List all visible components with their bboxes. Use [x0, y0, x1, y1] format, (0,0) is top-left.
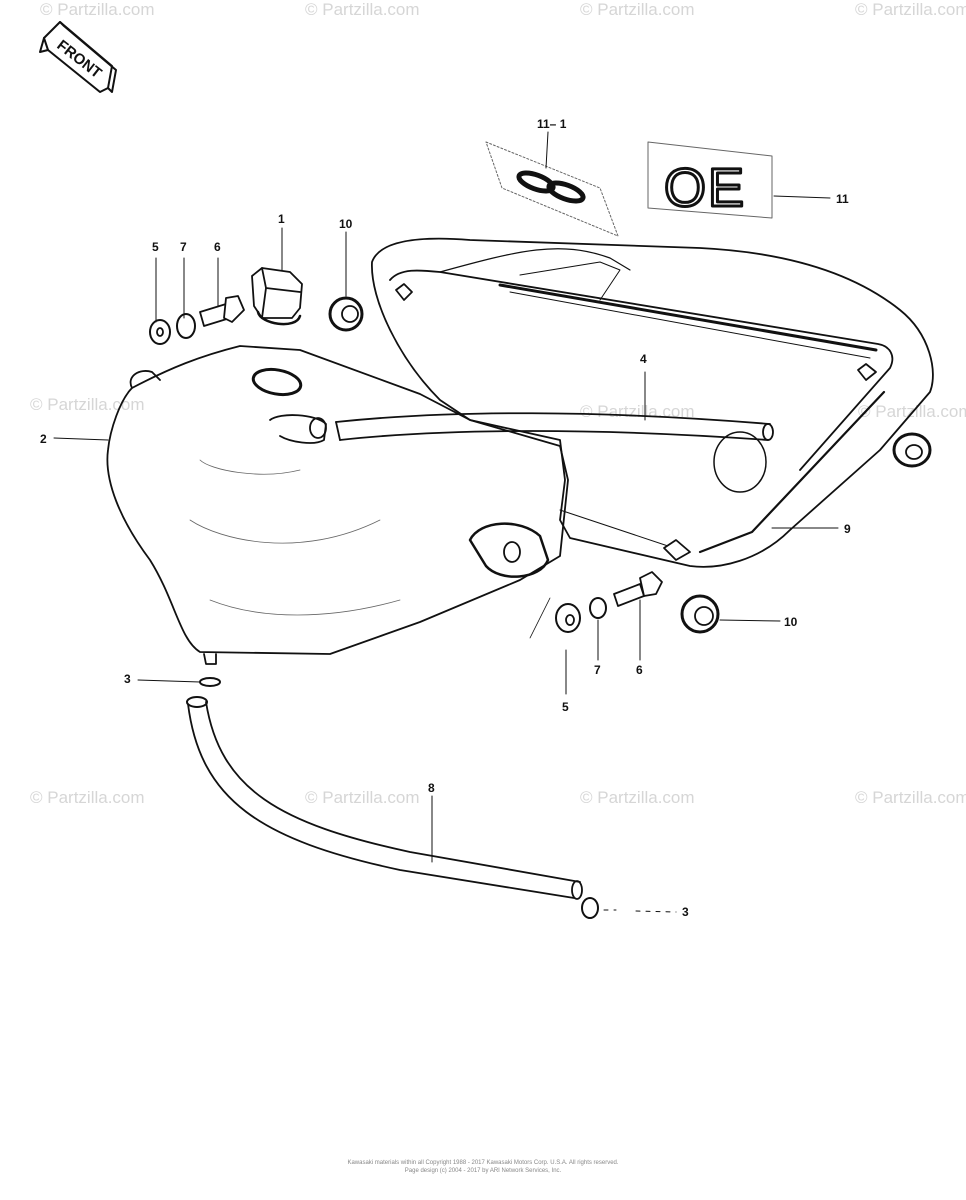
grommet-right [892, 432, 932, 468]
watermark: © Partzilla.com [30, 788, 145, 807]
grommet-10-top [328, 296, 364, 332]
callout-1[interactable]: 1 [278, 212, 285, 226]
tank [106, 345, 569, 665]
callout-2[interactable]: 2 [40, 432, 47, 446]
decal-11-1 [485, 141, 619, 237]
callout-11-1[interactable]: 11– 1 [537, 117, 567, 131]
callout-7-bottom[interactable]: 7 [594, 663, 601, 677]
page-design-line: Page design (c) 2004 - 2017 by ARI Netwo… [404, 1168, 562, 1174]
washer-5-top [149, 319, 171, 345]
cap-1 [251, 267, 303, 326]
watermark: © Partzilla.com [855, 788, 966, 807]
side-cover [371, 237, 934, 568]
callout-5-bottom[interactable]: 5 [562, 700, 569, 714]
front-arrow-icon: FRONT [39, 21, 117, 93]
drain-hose-8 [186, 696, 583, 900]
decal-text: OE [664, 158, 746, 218]
callout-5-top[interactable]: 5 [152, 240, 159, 254]
copyright-line: Kawasaki materials within all Copyright … [347, 1160, 619, 1166]
washer-5-bottom [529, 597, 581, 639]
callout-6-bottom[interactable]: 6 [636, 663, 643, 677]
watermark: © Partzilla.com [580, 788, 695, 807]
watermark: © Partzilla.com [580, 0, 695, 19]
clamp-3-top [199, 677, 221, 687]
bolt-6-bottom [613, 571, 663, 607]
callout-10-bottom[interactable]: 10 [784, 615, 798, 629]
callout-9[interactable]: 9 [844, 522, 851, 536]
watermark: © Partzilla.com [305, 788, 420, 807]
watermark: © Partzilla.com [305, 0, 420, 19]
clamp-3-bottom [581, 897, 599, 919]
watermark: © Partzilla.com [855, 0, 966, 19]
washer-7-bottom [589, 597, 607, 619]
leader-lines [53, 131, 839, 913]
watermark: © Partzilla.com [858, 402, 966, 421]
callout-11[interactable]: 11 [836, 192, 849, 206]
callout-3-top[interactable]: 3 [124, 672, 131, 686]
callout-4[interactable]: 4 [640, 352, 647, 366]
callout-7-top[interactable]: 7 [180, 240, 187, 254]
grommet-10-bottom [680, 594, 720, 634]
decal-11: OE [647, 141, 773, 220]
watermark: © Partzilla.com [40, 0, 155, 19]
breather-tube-9 [698, 390, 886, 554]
vent-hose-4 [335, 412, 774, 441]
callout-8[interactable]: 8 [428, 781, 435, 795]
callout-3-bottom[interactable]: 3 [682, 905, 689, 919]
callout-6-top[interactable]: 6 [214, 240, 221, 254]
washer-7-top [176, 313, 196, 339]
callout-10-top[interactable]: 10 [339, 217, 353, 231]
watermark: © Partzilla.com [30, 395, 145, 414]
bolt-6-top [199, 295, 245, 327]
